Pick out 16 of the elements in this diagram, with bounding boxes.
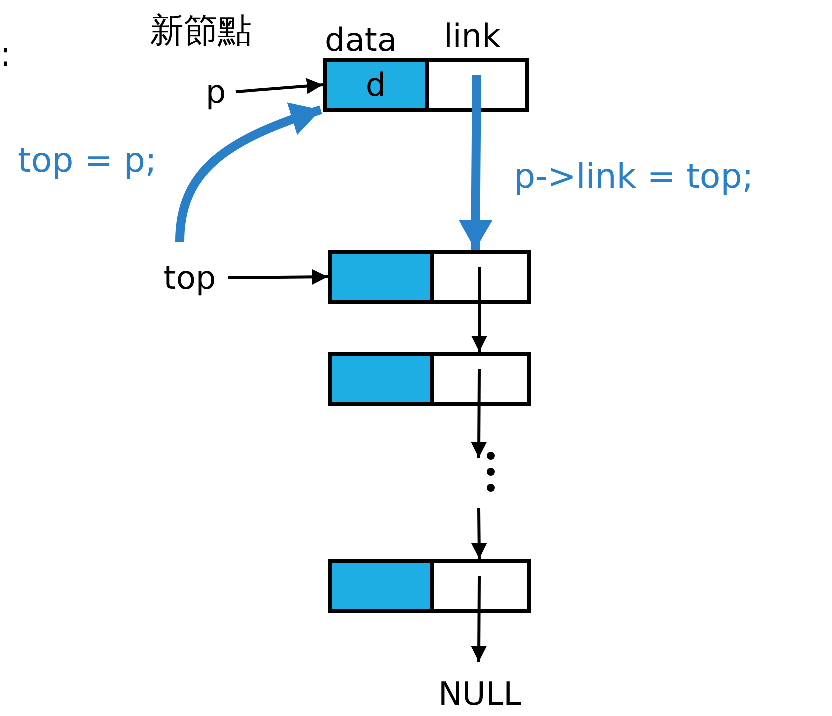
arrow [471, 576, 488, 662]
arrow [236, 78, 324, 94]
arrow [228, 269, 328, 286]
arrow [471, 368, 488, 458]
arrow [458, 74, 493, 250]
heading: 新節點 [150, 14, 252, 48]
column-label: link [444, 20, 501, 52]
arrow [472, 267, 488, 352]
pointer-label: top [164, 262, 216, 294]
cell-value: d [366, 69, 386, 101]
arrow [471, 508, 488, 560]
pointer-label: p [206, 76, 226, 108]
null-label: NULL [438, 678, 522, 710]
arrow [176, 103, 322, 242]
cut-off-text: : [0, 38, 12, 72]
column-label: data [325, 24, 398, 56]
